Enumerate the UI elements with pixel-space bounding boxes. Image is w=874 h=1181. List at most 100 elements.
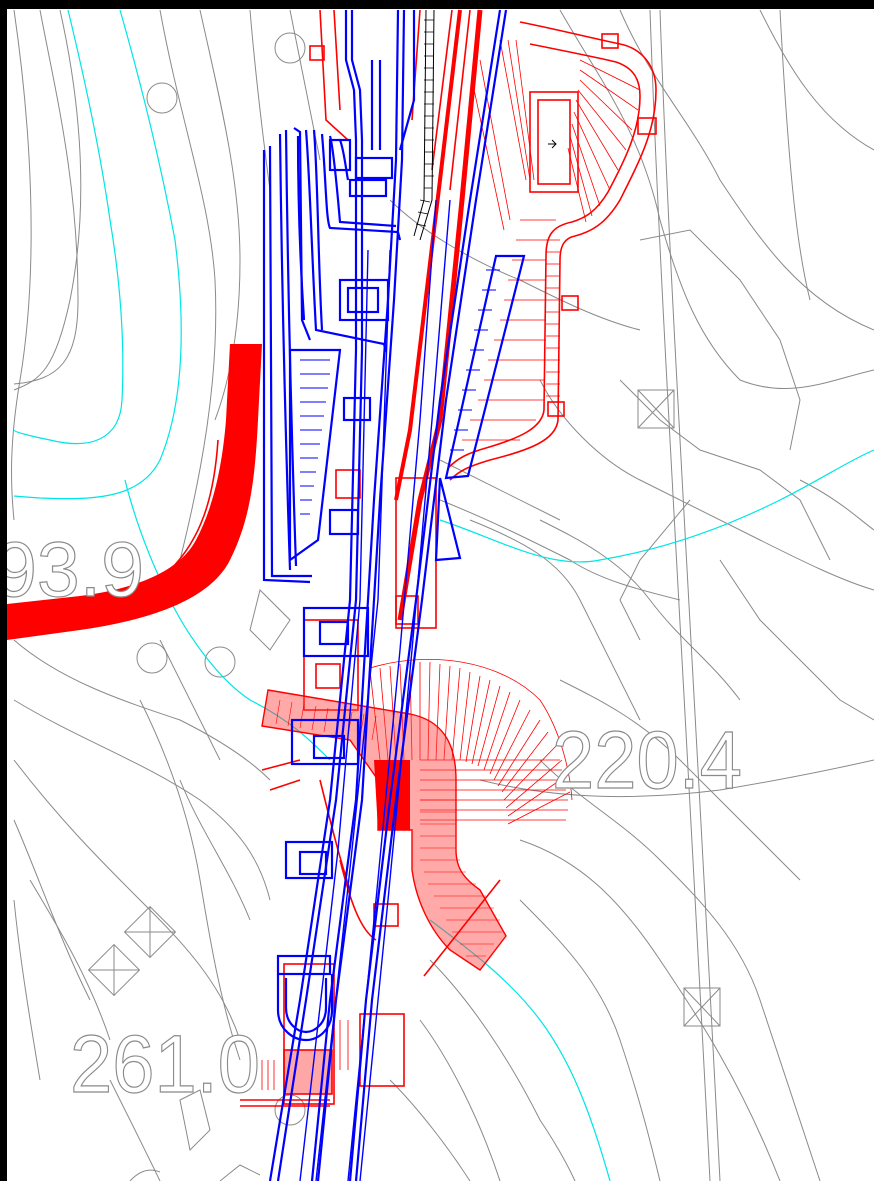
blue-platform [288,348,342,563]
terrain-contours [11,9,874,1181]
blue-track [315,249,391,1181]
contour-line [219,1164,261,1181]
water-line [439,449,874,563]
blue-box [276,954,332,976]
red-marker [547,401,565,417]
blue-track [310,9,400,1181]
red-building-inner [537,99,571,185]
red-box [303,619,359,711]
red-design-layer [6,9,657,1107]
blue-siding [293,127,312,341]
building-symbol [87,943,141,997]
blue-box [354,156,394,180]
red-platform-outline [447,43,641,469]
contour-line [469,519,641,721]
blue-siding [338,139,350,181]
blue-arch [276,974,334,1042]
red-marker [601,33,619,49]
red-track [394,9,462,501]
tree-symbol [204,646,236,678]
blue-box [338,278,390,322]
contour-line [429,959,576,1181]
blue-box [328,508,360,536]
contour-line [619,9,874,331]
tree-symbol [274,1094,306,1126]
contour-line [799,479,874,531]
blue-siding [296,135,306,321]
blue-siding [328,135,397,228]
blue-track [398,10,416,151]
tree-symbol [136,642,168,674]
contour-line [129,1169,161,1181]
elevation-label-left-bottom: 261.0 [70,1019,260,1110]
blue-siding [278,133,292,571]
blue-track [299,249,369,1181]
blue-siding [262,150,311,584]
red-hatch-bottom [261,1020,349,1090]
red-marker [561,295,579,311]
blue-siding [312,129,324,331]
contour-line [159,9,217,561]
contour-line [13,899,41,1081]
blue-track [268,10,358,1181]
blue-track [276,10,364,1181]
red-hatch-top [462,39,641,441]
contour-line [619,499,691,641]
red-box [315,663,341,689]
blue-track [354,9,508,1181]
red-platform-outline [449,21,657,481]
red-slope-line [423,879,501,977]
blue-box [346,286,380,314]
contour-line [639,229,801,451]
contour-line [13,9,82,391]
contour-line [13,759,241,1041]
contour-line [29,879,111,1041]
contour-line [519,899,661,1181]
contour-line [179,1089,211,1152]
blue-box [284,840,334,880]
blue-platform-ticks [300,359,330,515]
contour-line [539,759,821,1181]
building-symbols [87,32,721,1126]
contour-line [779,9,811,301]
contour-line [719,559,874,721]
water-line [13,9,124,445]
contour-line [11,9,32,521]
red-road-edge [6,439,219,613]
red-track [431,9,453,171]
red-hatch-fan [369,659,573,825]
black-hatched-rail [419,9,435,241]
contour-line [539,519,741,701]
red-track [397,9,483,621]
contour-line [419,1019,501,1181]
contour-line [649,9,711,1181]
blue-box [328,138,352,172]
blue-track [347,199,437,1181]
red-track [333,9,341,111]
blue-box [342,396,372,422]
red-road-edge [6,439,239,629]
contour-line [519,839,781,1181]
contour-line [249,9,271,191]
contour-line [659,9,721,1181]
water-lines [13,9,874,1181]
red-track [449,9,471,191]
water-line [429,919,611,1181]
contour-line [389,1079,471,1181]
contour-line [13,819,91,1001]
blue-design-layer [262,9,526,1181]
red-marker [637,117,657,135]
elevation-label-right-mid: 220.4 [552,715,742,806]
black-rail-ticks [415,19,434,227]
blue-box [312,734,346,760]
contour-line [249,589,291,651]
red-track [319,9,349,141]
elevation-labels: 93.9 220.4 261.0 [0,524,743,1110]
black-arrow [548,139,557,149]
contour-line [139,699,241,1061]
tree-symbol [274,32,306,64]
contour-line [539,379,874,591]
blue-platform [434,477,462,562]
contour-line [439,459,561,521]
